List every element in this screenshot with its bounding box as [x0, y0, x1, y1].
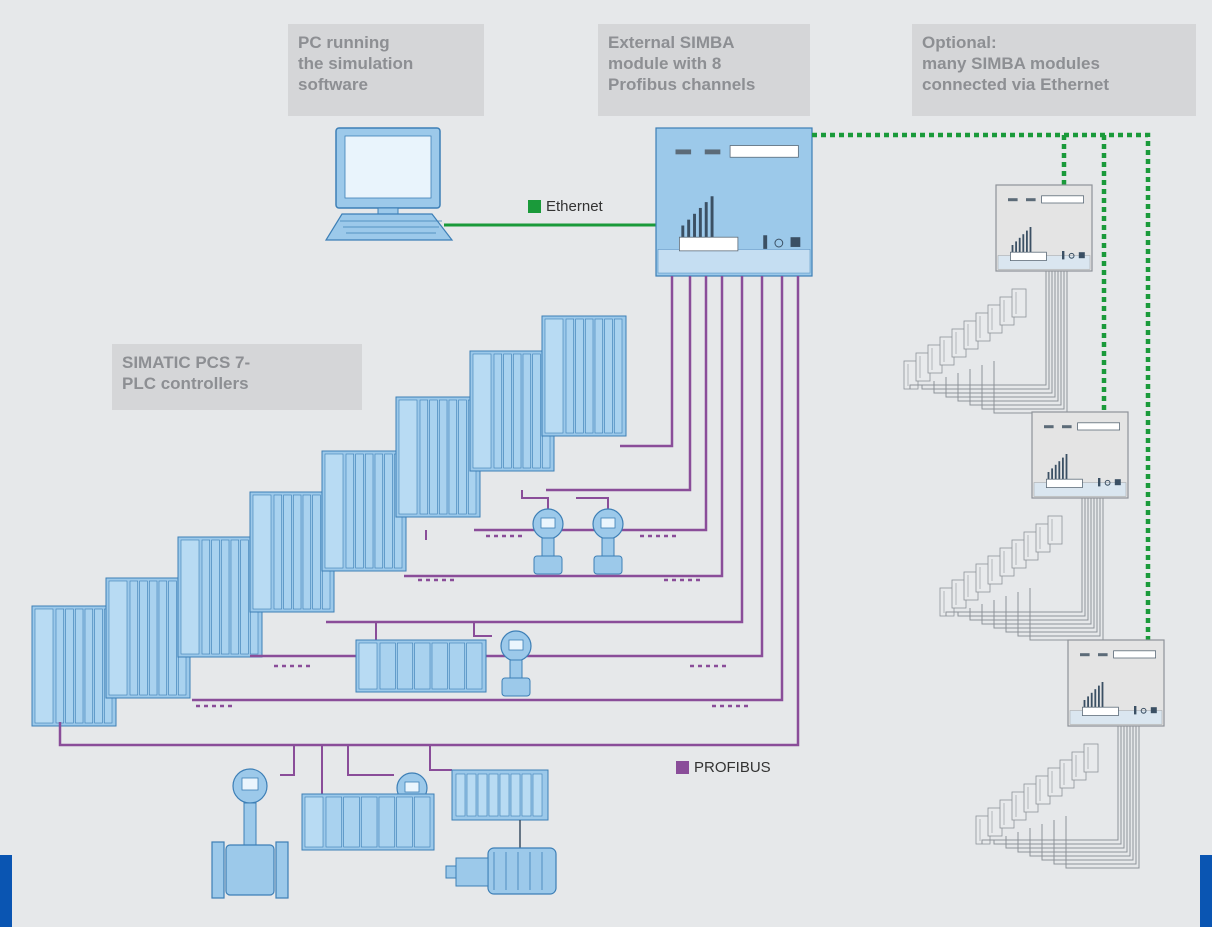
- optional-plc-stack-3: [975, 743, 1099, 845]
- simba-label-line-3: Profibus channels: [608, 75, 756, 94]
- optional-bus-1: [909, 271, 1068, 414]
- remote-io-icon: [355, 639, 487, 693]
- ethernet-legend: Ethernet: [528, 198, 603, 215]
- plc-rack-6: [395, 396, 481, 518]
- profibus-swatch: [676, 761, 689, 774]
- plc-rack-5: [321, 450, 407, 572]
- plc-rack-8: [541, 315, 627, 437]
- ethernet-link-optional: [812, 132, 1151, 640]
- optional-bus-2: [945, 498, 1104, 641]
- optional-simba-module-1: [995, 184, 1093, 272]
- remote-io-icon: [301, 793, 435, 851]
- ethernet-swatch: [528, 200, 541, 213]
- plc-rack-7: [469, 350, 555, 472]
- profibus-legend: PROFIBUS: [676, 759, 771, 776]
- optional-plc-stack-2: [939, 515, 1063, 617]
- plc-rack-4: [249, 491, 335, 613]
- frame-accent-left: [0, 855, 12, 927]
- optional-label: Optional: many SIMBA modules connected v…: [912, 24, 1196, 116]
- plc-rack-2: [105, 577, 191, 699]
- simba-module-icon: [655, 127, 813, 277]
- motor-icon: [445, 769, 557, 895]
- ethernet-legend-label: Ethernet: [546, 198, 603, 215]
- desktop-computer-icon: [324, 127, 454, 241]
- plc-rack-3: [177, 536, 263, 658]
- pc-label-line-1: PC running: [298, 33, 390, 52]
- pc-label-line-3: software: [298, 75, 368, 94]
- plc-rack-1: [31, 605, 117, 727]
- plc-label: SIMATIC PCS 7- PLC controllers: [112, 344, 362, 410]
- simba-label-line-1: External SIMBA: [608, 33, 735, 52]
- pc-label: PC running the simulation software: [288, 24, 484, 116]
- pressure-transmitter-icon: [592, 508, 624, 575]
- plc-label-line-1: SIMATIC PCS 7-: [122, 353, 251, 372]
- plc-label-line-2: PLC controllers: [122, 374, 249, 393]
- optional-label-line-3: connected via Ethernet: [922, 75, 1110, 94]
- profibus-lines: [58, 276, 800, 848]
- flowmeter-icon: [211, 768, 289, 899]
- pc-label-line-2: the simulation: [298, 54, 414, 73]
- profibus-legend-label: PROFIBUS: [694, 759, 771, 776]
- optional-label-line-1: Optional:: [922, 33, 997, 52]
- optional-simba-module-3: [1067, 639, 1165, 727]
- pressure-transmitter-icon: [500, 630, 532, 697]
- pressure-transmitter-icon: [532, 508, 564, 575]
- optional-label-line-2: many SIMBA modules: [922, 54, 1100, 73]
- optional-plc-stack-1: [903, 288, 1027, 390]
- optional-bus-3: [981, 726, 1140, 869]
- simba-label: External SIMBA module with 8 Profibus ch…: [598, 24, 810, 116]
- frame-accent-right: [1200, 855, 1212, 927]
- simba-label-line-2: module with 8: [608, 54, 722, 73]
- optional-simba-module-2: [1031, 411, 1129, 499]
